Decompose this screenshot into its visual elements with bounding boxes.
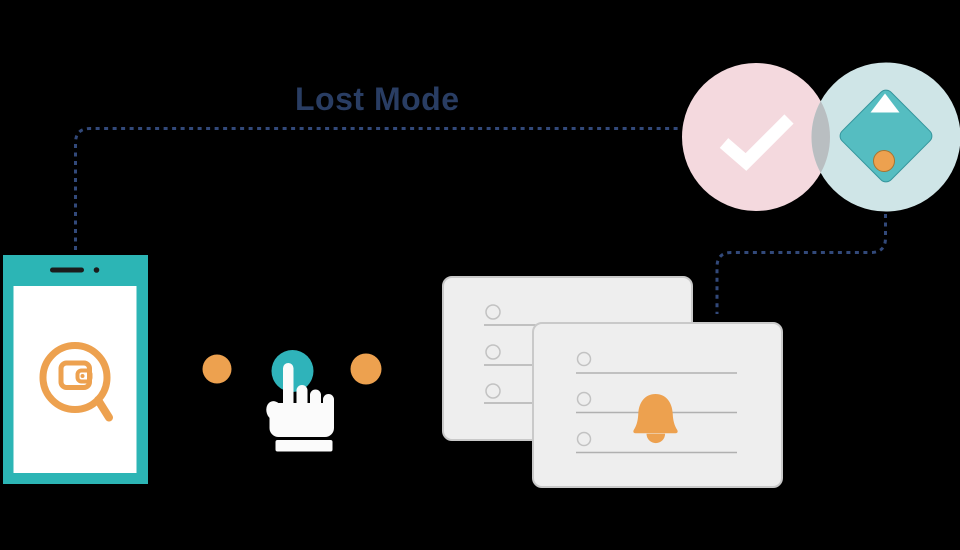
secure-badge-icon bbox=[839, 89, 933, 183]
magnifier-handle bbox=[94, 396, 113, 422]
row-bullet-circle bbox=[576, 351, 592, 367]
checkmark-icon bbox=[719, 114, 794, 171]
wallet-search-icon bbox=[39, 342, 113, 422]
row-bullet-circle bbox=[485, 344, 501, 360]
badge-triangle bbox=[870, 93, 900, 113]
bell-clapper bbox=[646, 433, 666, 444]
row-bullet-circle bbox=[485, 304, 501, 320]
bell-icon bbox=[633, 394, 678, 444]
wallet-clasp bbox=[75, 368, 93, 384]
hand-index-finger bbox=[283, 363, 294, 408]
row-bullet-circle bbox=[576, 391, 592, 407]
notification-card-front bbox=[532, 322, 783, 488]
phone-camera-dot bbox=[93, 267, 100, 273]
tap-dots bbox=[202, 350, 382, 392]
tap-hand-icon bbox=[266, 363, 334, 452]
badge-orange-dot bbox=[873, 150, 895, 172]
hand-cuff bbox=[275, 440, 333, 452]
connector-right-dotted-line bbox=[715, 214, 887, 314]
tap-dot-left bbox=[202, 354, 232, 384]
row-bullet-circle bbox=[576, 431, 592, 447]
magnifier-lens bbox=[39, 342, 111, 413]
wallet-clasp-dot bbox=[80, 374, 85, 378]
circles-overlap-lens bbox=[811, 101, 830, 173]
badge-diamond bbox=[839, 89, 933, 183]
phone-speaker bbox=[50, 267, 84, 273]
page-title: Lost Mode bbox=[295, 81, 459, 117]
verification-circles bbox=[682, 62, 960, 212]
connector-left-dotted-line bbox=[74, 127, 678, 250]
row-bullet-circle bbox=[485, 383, 501, 399]
bell-dome bbox=[633, 394, 678, 434]
lost-phone bbox=[3, 255, 148, 484]
phone-screen bbox=[13, 286, 137, 473]
pink-circle bbox=[682, 63, 830, 211]
hand-palm bbox=[269, 403, 334, 437]
card-front-row-3 bbox=[576, 431, 737, 454]
card-front-row-1 bbox=[576, 351, 737, 374]
tap-dot-right bbox=[350, 353, 382, 385]
